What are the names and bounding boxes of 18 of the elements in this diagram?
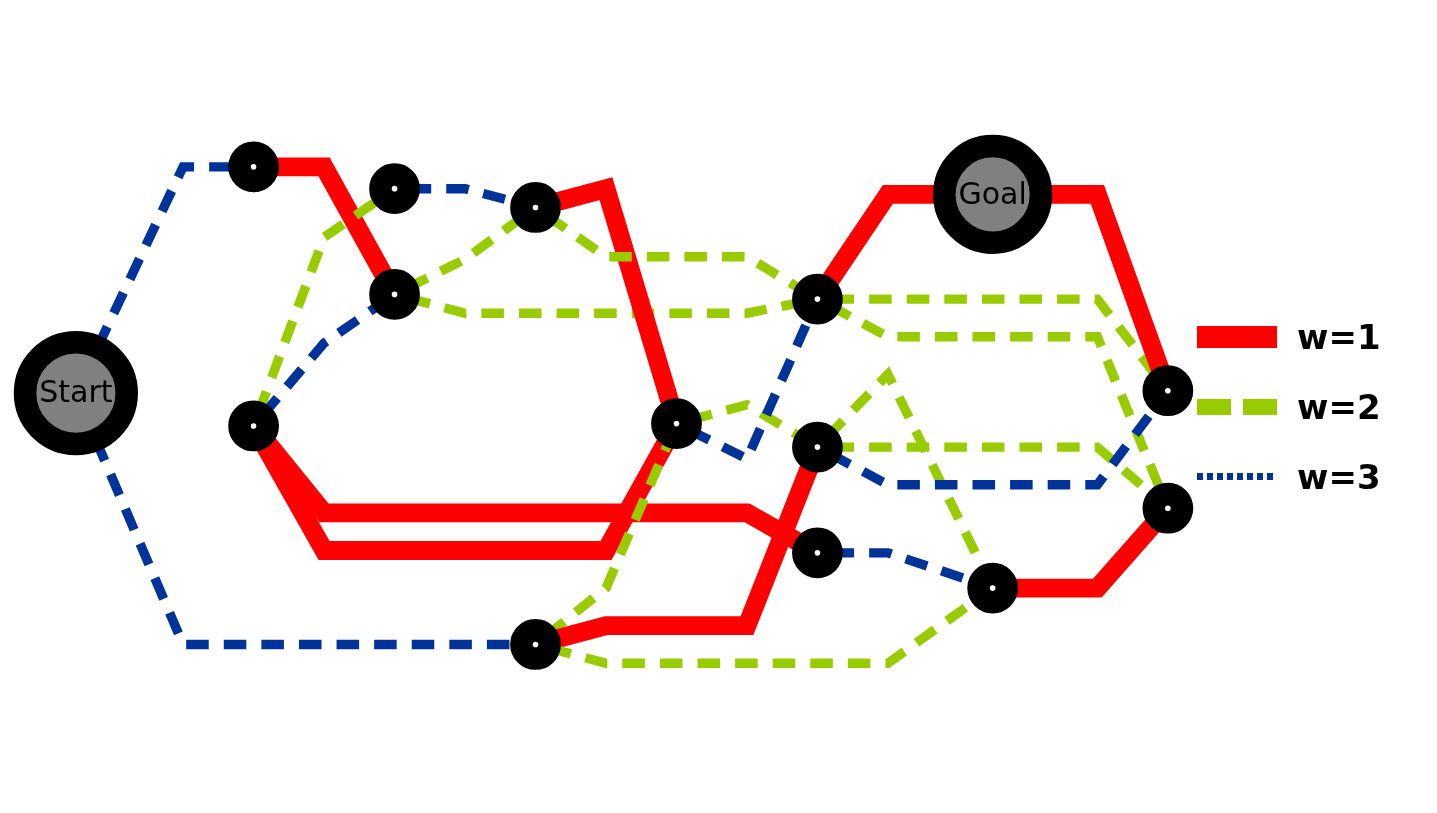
legend-label: w=3 [1297, 456, 1381, 497]
node-circle: Goal [933, 135, 1053, 255]
node-circle [792, 527, 843, 579]
node-circle [369, 269, 420, 321]
node-circle [651, 398, 702, 450]
node-circle [228, 400, 279, 452]
legend-label: w=2 [1297, 386, 1381, 427]
node-circle [792, 274, 843, 325]
node-circle [1142, 365, 1194, 417]
node-circle [510, 619, 561, 671]
node-circle [228, 141, 279, 193]
node-circle [967, 563, 1019, 614]
legend-label: w=1 [1297, 316, 1381, 357]
node-circle [369, 163, 420, 215]
node-circle: Start [13, 331, 138, 456]
node-circle [792, 422, 843, 473]
node-circle [510, 182, 561, 234]
node-circle [1142, 483, 1194, 534]
